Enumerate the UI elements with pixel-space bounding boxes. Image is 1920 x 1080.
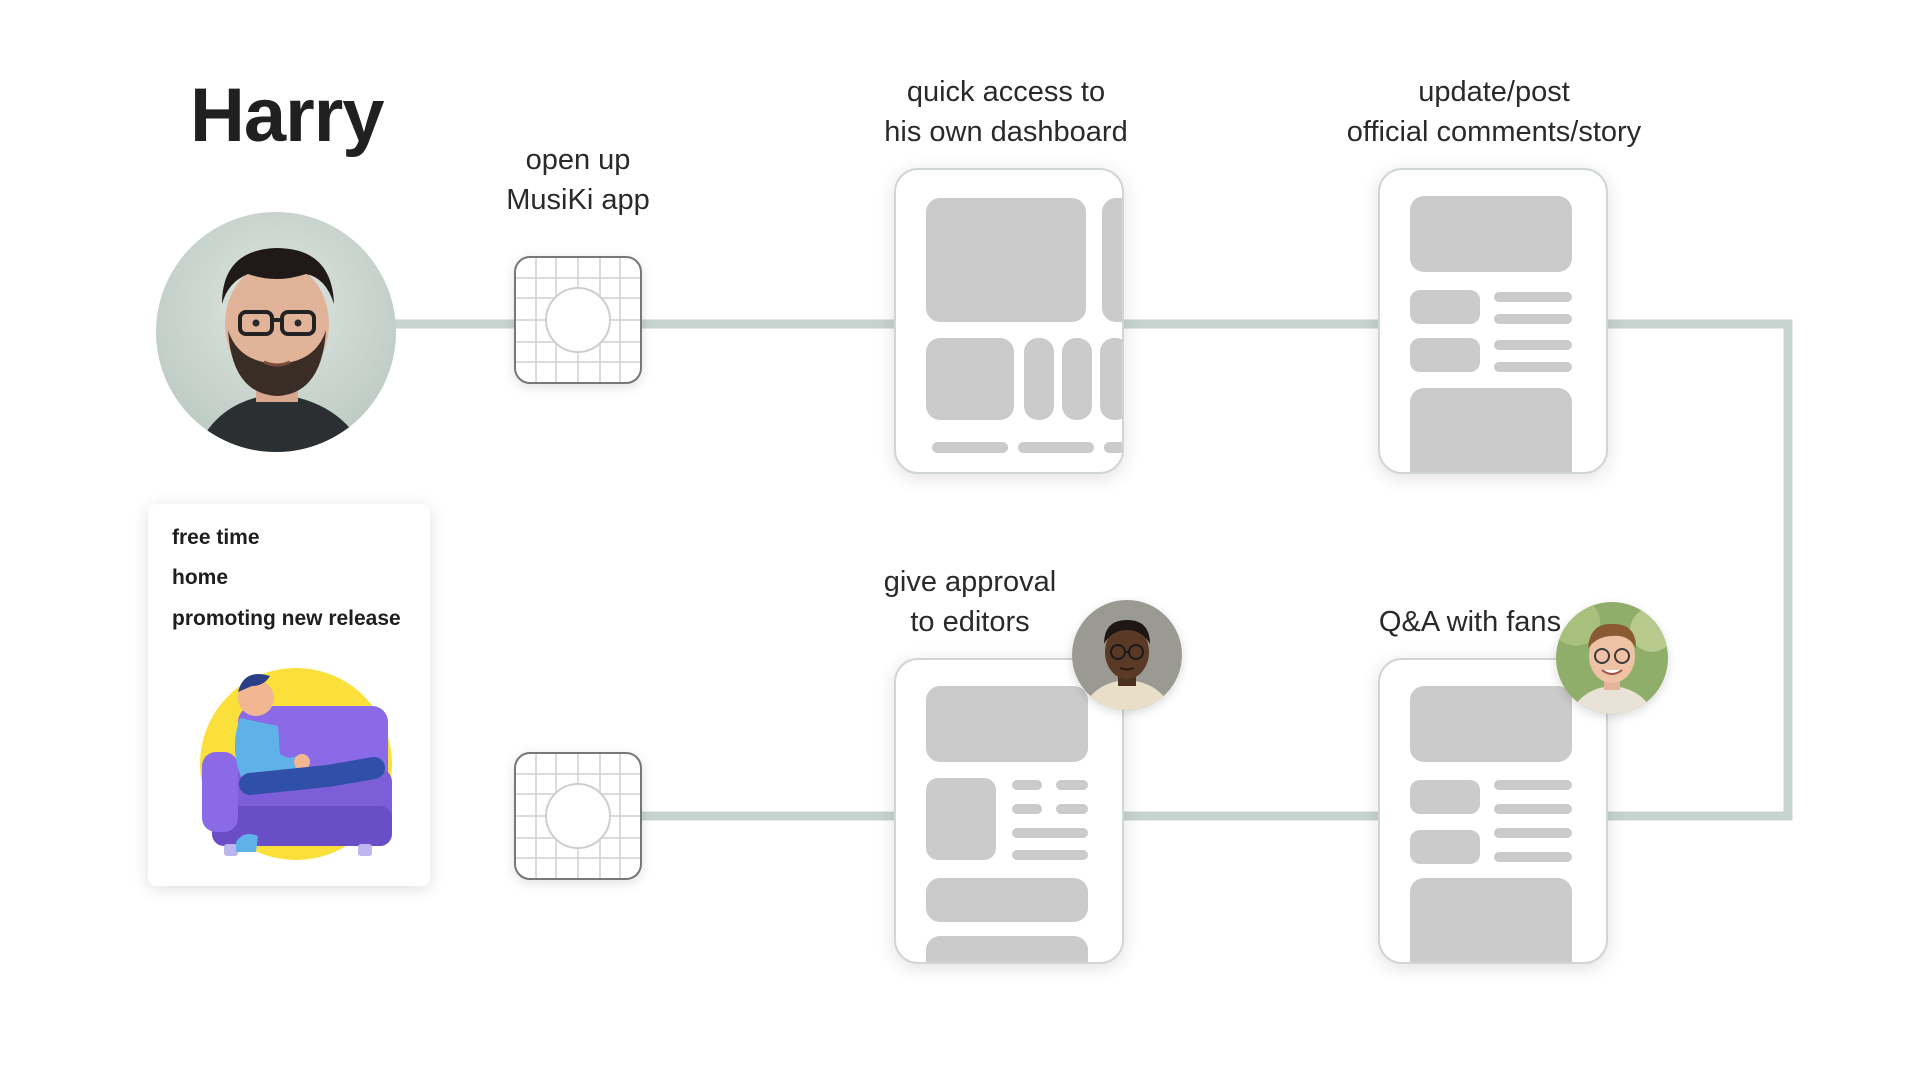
placeholder-block bbox=[926, 878, 1088, 922]
placeholder-line bbox=[1494, 852, 1572, 862]
placeholder-line bbox=[1494, 828, 1572, 838]
placeholder-block bbox=[1100, 338, 1122, 420]
step-dashboard-line2: his own dashboard bbox=[884, 116, 1128, 148]
placeholder-block bbox=[1410, 686, 1572, 762]
step-update-post-label: update/post official comments/story bbox=[1336, 72, 1652, 152]
editor-avatar bbox=[1072, 600, 1182, 710]
step-update-post-line1: update/post bbox=[1418, 76, 1570, 108]
persona-name: Harry bbox=[190, 73, 385, 158]
step-qa-line1: Q&A with fans bbox=[1378, 606, 1562, 638]
context-item-free-time: free time bbox=[172, 526, 260, 549]
step-approval-line2: to editors bbox=[910, 606, 1030, 638]
placeholder-bar bbox=[1104, 442, 1122, 453]
placeholder-block bbox=[1024, 338, 1054, 420]
placeholder-block bbox=[1410, 780, 1480, 814]
placeholder-block bbox=[1410, 878, 1572, 962]
app-grid-icon bbox=[514, 256, 642, 384]
context-card: free time home promoting new release bbox=[148, 504, 430, 886]
step-qa-label: Q&A with fans bbox=[1360, 602, 1580, 642]
update-post-screen-mockup bbox=[1378, 168, 1608, 474]
dashboard-screen-mockup bbox=[894, 168, 1124, 474]
step-open-app-line1: open up bbox=[525, 144, 631, 176]
step-open-app-label: open up MusiKi app bbox=[480, 140, 676, 220]
fan-avatar bbox=[1556, 602, 1668, 714]
placeholder-line bbox=[1494, 780, 1572, 790]
placeholder-line bbox=[1012, 828, 1088, 838]
placeholder-bar bbox=[1018, 442, 1094, 453]
context-item-home: home bbox=[172, 566, 229, 589]
placeholder-block bbox=[1410, 388, 1572, 472]
placeholder-line bbox=[1494, 362, 1572, 372]
step-dashboard-label: quick access to his own dashboard bbox=[876, 72, 1136, 152]
placeholder-line bbox=[1494, 804, 1572, 814]
placeholder-line bbox=[1494, 292, 1572, 302]
placeholder-bar bbox=[932, 442, 1008, 453]
placeholder-block bbox=[1062, 338, 1092, 420]
placeholder-block bbox=[1410, 830, 1480, 864]
persona-avatar bbox=[156, 212, 396, 452]
step-update-post-line2: official comments/story bbox=[1346, 116, 1642, 148]
placeholder-block bbox=[1102, 198, 1122, 322]
qa-screen-mockup bbox=[1378, 658, 1608, 964]
placeholder-line bbox=[1012, 850, 1088, 860]
placeholder-block bbox=[926, 686, 1088, 762]
placeholder-block bbox=[1410, 338, 1480, 372]
step-open-app-line2: MusiKi app bbox=[506, 184, 650, 216]
context-item-promoting: promoting new release bbox=[172, 607, 401, 630]
placeholder-block bbox=[926, 936, 1088, 962]
placeholder-block bbox=[1410, 196, 1572, 272]
placeholder-block bbox=[926, 778, 996, 860]
placeholder-block bbox=[926, 198, 1086, 322]
placeholder-line bbox=[1056, 804, 1088, 814]
placeholder-line bbox=[1494, 340, 1572, 350]
placeholder-line bbox=[1012, 780, 1042, 790]
placeholder-line bbox=[1494, 314, 1572, 324]
step-approval-line1: give approval bbox=[883, 566, 1057, 598]
placeholder-line bbox=[1056, 780, 1088, 790]
placeholder-line bbox=[1012, 804, 1042, 814]
approval-screen-mockup bbox=[894, 658, 1124, 964]
step-approval-label: give approval to editors bbox=[870, 562, 1070, 642]
placeholder-block bbox=[1410, 290, 1480, 324]
placeholder-block bbox=[926, 338, 1014, 420]
app-grid-icon bbox=[514, 752, 642, 880]
step-dashboard-line1: quick access to bbox=[906, 76, 1106, 108]
person-on-sofa-illustration bbox=[200, 668, 392, 860]
